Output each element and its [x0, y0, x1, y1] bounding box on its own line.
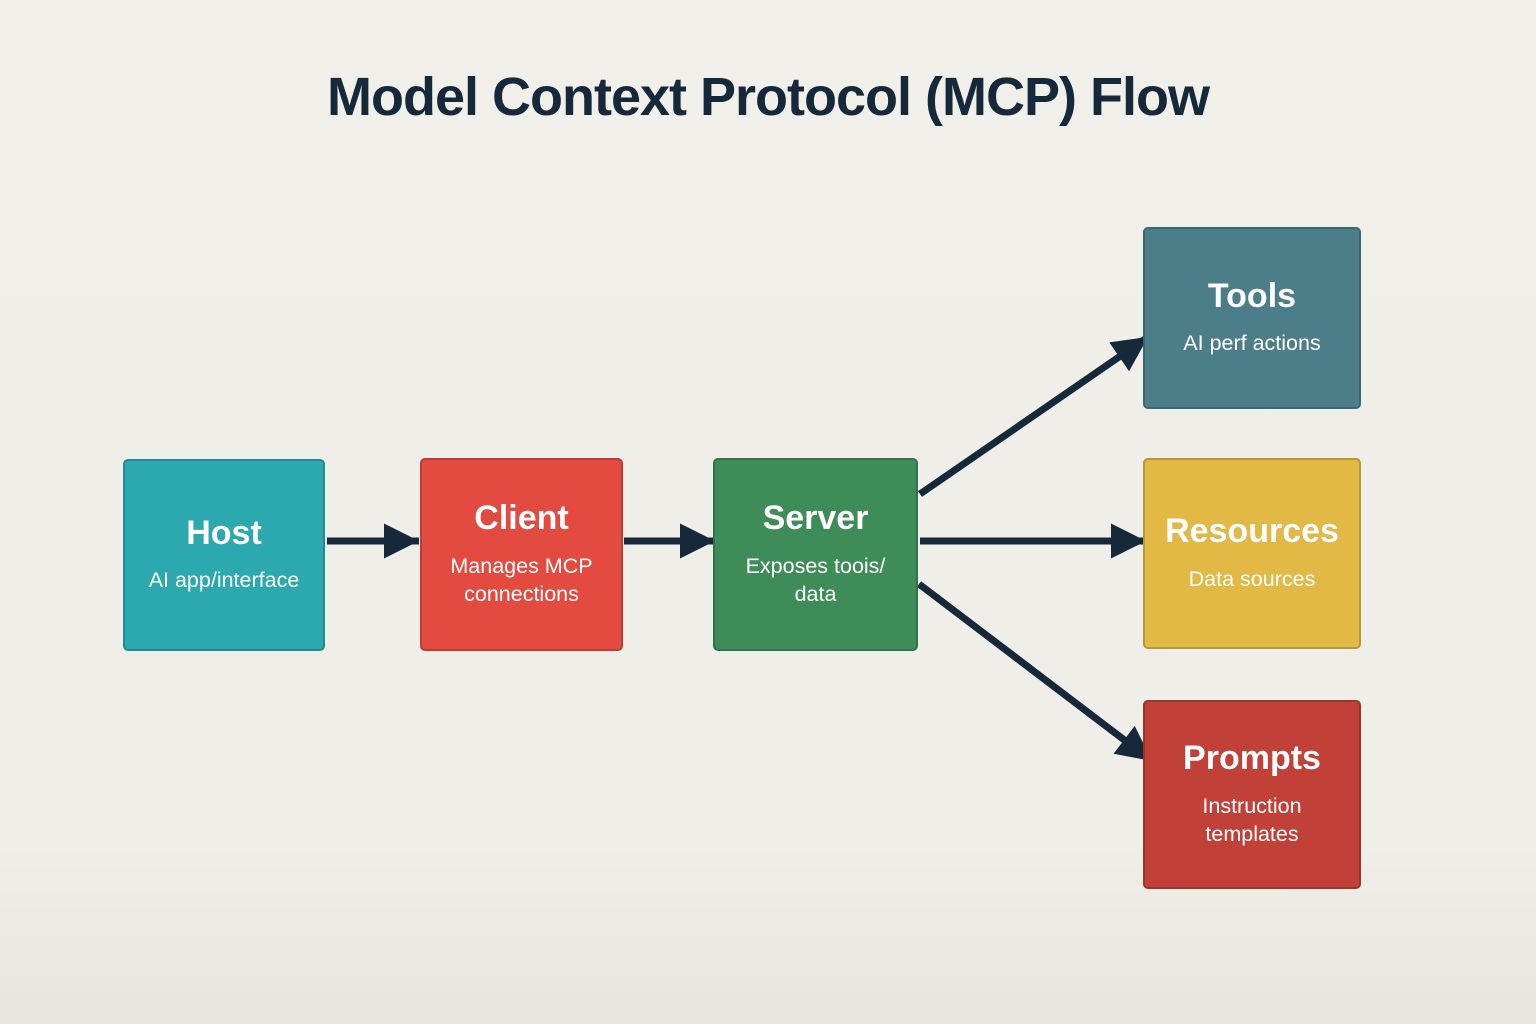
arrow-server-to-tools [918, 334, 1150, 497]
node-host-sublabel: AI app/interface [148, 568, 300, 593]
node-prompts-label: Prompts [1183, 739, 1321, 778]
node-tools: Tools AI perf actions [1143, 227, 1361, 409]
node-host-label: Host [186, 513, 262, 552]
node-resources: Resources Data sources [1143, 458, 1361, 649]
node-resources-sublabel: Data sources [1188, 566, 1316, 591]
node-tools-sublabel: AI perf actions [1183, 331, 1321, 356]
node-client: Client Manages MCP connections [420, 458, 623, 651]
node-server: Server Exposes toois/ data [713, 458, 918, 651]
node-prompts-sublabel: Instruction templates [1202, 793, 1302, 846]
node-client-sublabel: Manages MCP connections [450, 553, 593, 606]
node-server-label: Server [762, 499, 869, 538]
node-prompts: Prompts Instruction templates [1143, 700, 1361, 889]
node-tools-label: Tools [1207, 276, 1297, 315]
node-host: Host AI app/interface [123, 459, 325, 651]
node-client-label: Client [474, 499, 569, 538]
node-resources-label: Resources [1165, 512, 1339, 551]
node-server-sublabel: Exposes toois/ data [745, 553, 886, 606]
diagram-title: Model Context Protocol (MCP) Flow [327, 67, 1210, 127]
arrow-server-to-prompts [916, 581, 1155, 764]
